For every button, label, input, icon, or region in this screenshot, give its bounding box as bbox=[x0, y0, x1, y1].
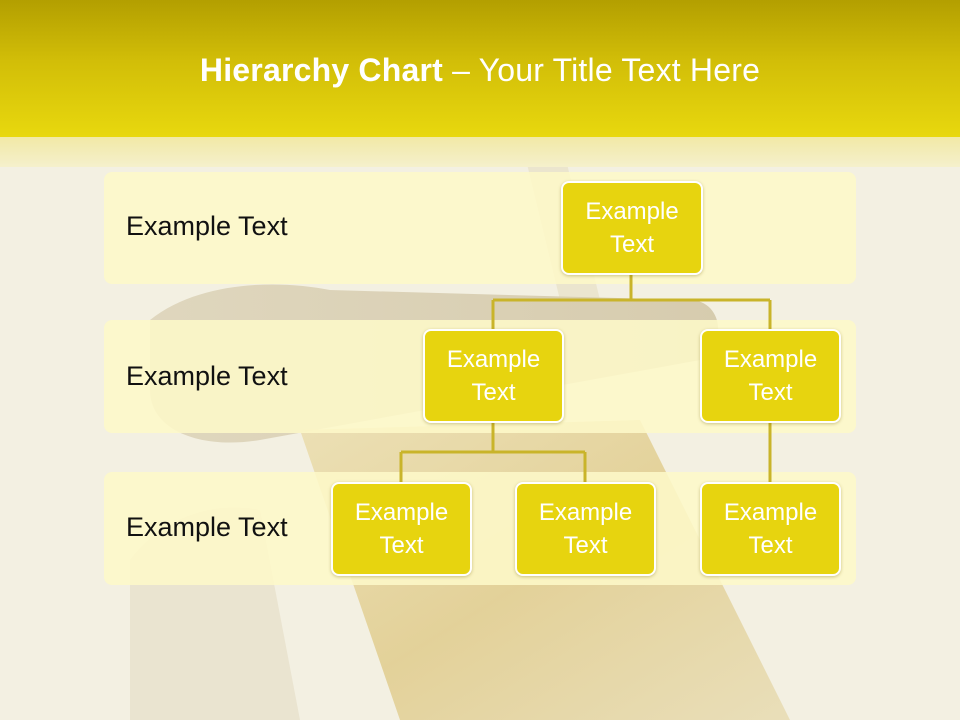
title-bold: Hierarchy Chart bbox=[199, 52, 443, 88]
row-band-1 bbox=[104, 172, 856, 284]
node-level2-right-label: Example Text bbox=[723, 346, 818, 406]
node-level3-b-label: Example Text bbox=[538, 499, 633, 559]
node-level3-c-label: Example Text bbox=[723, 499, 818, 559]
header-strip bbox=[0, 137, 960, 167]
slide-title: Hierarchy Chart – Your Title Text Here bbox=[0, 52, 960, 89]
node-level2-left-label: Example Text bbox=[446, 346, 541, 406]
node-level2-right[interactable]: Example Text bbox=[700, 329, 841, 423]
node-level2-left[interactable]: Example Text bbox=[423, 329, 564, 423]
title-rest: – Your Title Text Here bbox=[443, 52, 761, 88]
node-level3-a[interactable]: Example Text bbox=[331, 482, 472, 576]
node-root-label: Example Text bbox=[585, 198, 679, 258]
node-level3-a-label: Example Text bbox=[354, 499, 449, 559]
row-label-1: Example Text bbox=[126, 211, 288, 241]
node-root[interactable]: Example Text bbox=[561, 181, 703, 275]
header-bar bbox=[0, 0, 960, 137]
row-label-2: Example Text bbox=[126, 361, 288, 391]
node-level3-c[interactable]: Example Text bbox=[700, 482, 841, 576]
row-label-3: Example Text bbox=[126, 512, 288, 542]
node-level3-b[interactable]: Example Text bbox=[515, 482, 656, 576]
